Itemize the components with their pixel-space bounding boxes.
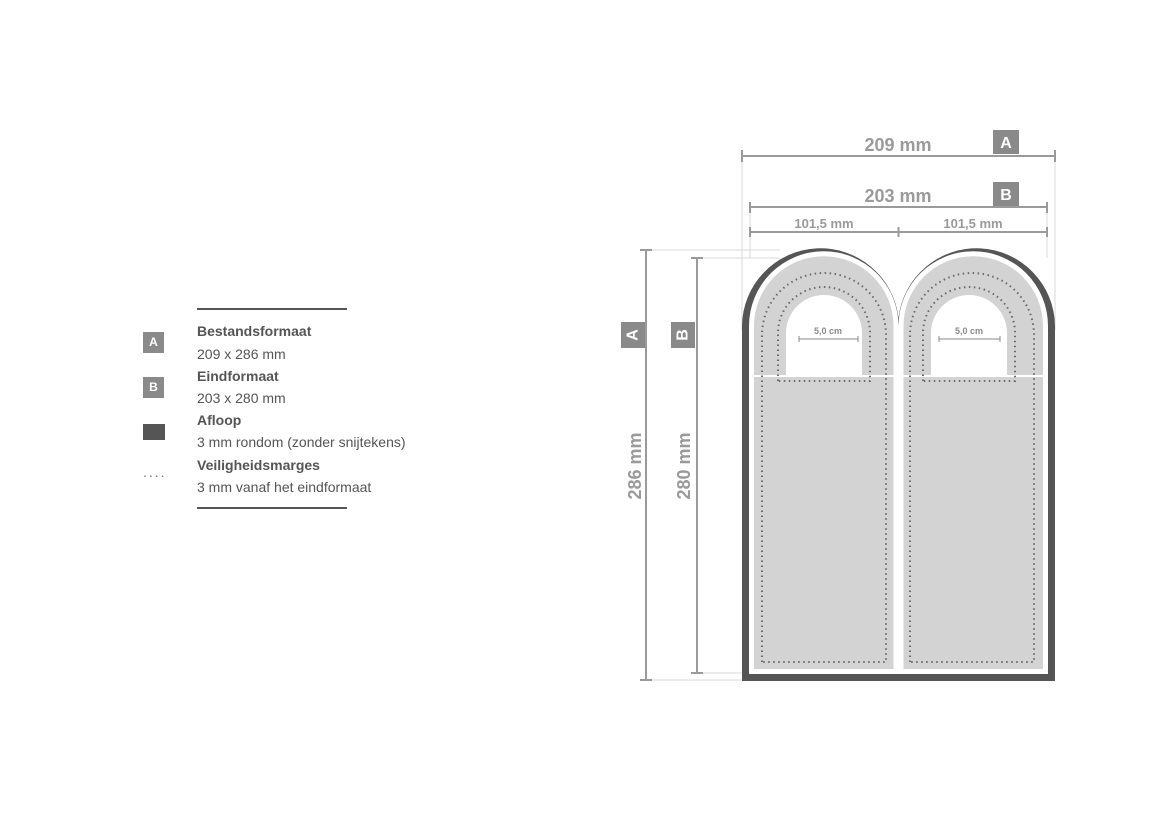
badge-b-top: B xyxy=(1000,187,1012,204)
badge-a-side: A xyxy=(625,329,642,341)
safety-margins xyxy=(761,272,1035,663)
dim-half-left-label: 101,5 mm xyxy=(794,216,853,231)
legend-desc-veiligheidsmarges: 3 mm vanaf het eindformaat xyxy=(197,479,372,495)
badge-b-side-box xyxy=(671,322,695,348)
hole-measures xyxy=(798,336,1001,342)
bleed-swatch xyxy=(143,424,165,440)
guide-lines xyxy=(646,160,1056,681)
safety-margin-dots-icon: .... xyxy=(143,464,167,480)
legend-bottom-rule xyxy=(197,507,347,509)
badge-b: B xyxy=(143,377,164,398)
legend-top-rule xyxy=(197,308,347,310)
badge-a: A xyxy=(143,332,164,353)
badge-b-side: B xyxy=(675,329,692,341)
badge-a-top: A xyxy=(1000,135,1012,152)
badge-a-side-box xyxy=(621,322,645,348)
legend-title-afloop: Afloop xyxy=(197,412,242,428)
dimension-lines xyxy=(640,150,1056,681)
hole-left xyxy=(786,295,862,376)
legend-title-veiligheidsmarges: Veiligheidsmarges xyxy=(197,457,320,473)
legend: A Bestandsformaat 209 x 286 mm B Eindfor… xyxy=(140,300,440,520)
dim-half-right-label: 101,5 mm xyxy=(943,216,1002,231)
badge-a-top-box xyxy=(993,130,1019,154)
hole-left-label: 5,0 cm xyxy=(814,326,842,336)
dim-width-a-label: 209 mm xyxy=(864,135,931,155)
legend-desc-afloop: 3 mm rondom (zonder snijtekens) xyxy=(197,434,406,450)
legend-desc-eindformaat: 203 x 280 mm xyxy=(197,390,286,406)
hole-right-label: 5,0 cm xyxy=(955,326,983,336)
hole-right xyxy=(931,295,1007,376)
legend-title-eindformaat: Eindformaat xyxy=(197,368,279,384)
dim-width-b-label: 203 mm xyxy=(864,186,931,206)
legend-title-bestandsformaat: Bestandsformaat xyxy=(197,323,312,339)
dim-height-a-label: 286 mm xyxy=(625,432,645,499)
badge-b-top-box xyxy=(993,182,1019,206)
legend-desc-bestandsformaat: 209 x 286 mm xyxy=(197,346,286,362)
dim-height-b-label: 280 mm xyxy=(674,432,694,499)
